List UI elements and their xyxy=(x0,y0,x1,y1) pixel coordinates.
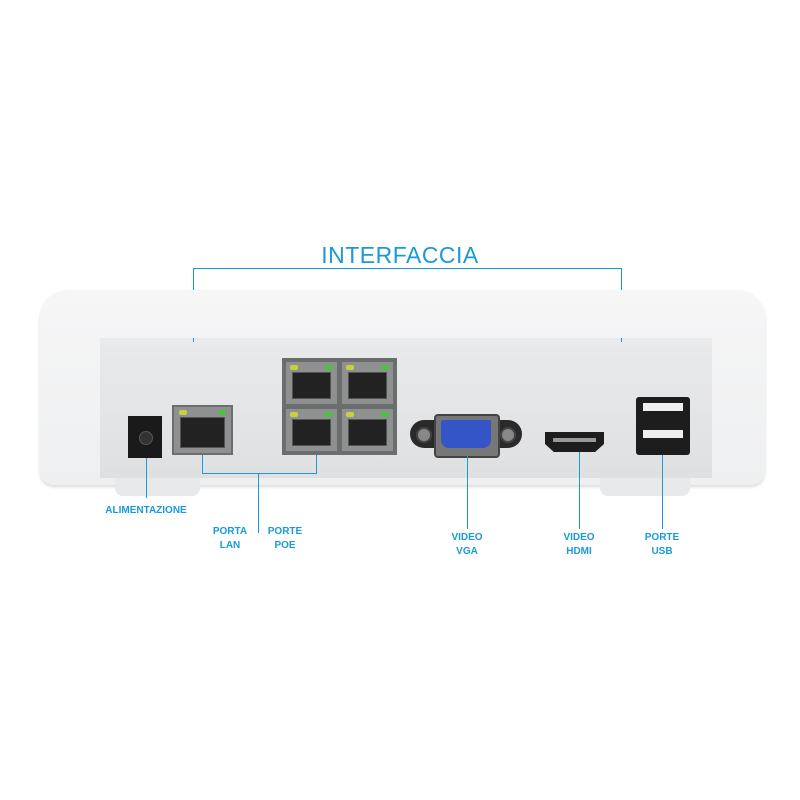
left-foot xyxy=(115,478,200,496)
power-jack xyxy=(128,416,162,458)
poe-port-block xyxy=(282,358,397,455)
lan-port xyxy=(172,405,233,455)
right-foot xyxy=(600,478,690,496)
poe-port xyxy=(340,360,395,406)
vga-pins xyxy=(441,420,491,448)
interface-title: INTERFACCIA xyxy=(321,242,479,268)
poe-port xyxy=(284,360,339,406)
interface-bracket xyxy=(193,268,622,269)
poe-port xyxy=(340,407,395,453)
poe-port xyxy=(284,407,339,453)
label-power: ALIMENTAZIONE xyxy=(105,505,187,516)
hdmi-port xyxy=(545,432,604,452)
usb-ports xyxy=(636,397,690,455)
